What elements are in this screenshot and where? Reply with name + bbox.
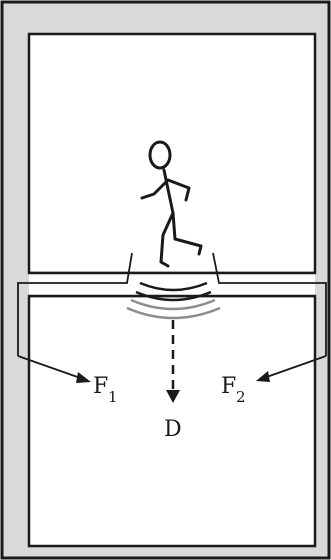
direct-path-arrow-head [166,390,180,403]
arrow-f2-head [256,371,270,382]
flanking-path-right [212,252,327,356]
floor-slab [29,273,315,296]
arrow-f1 [17,355,87,381]
label-f2: F [221,374,236,399]
flanking-path-left [17,252,133,356]
walking-person-icon [140,140,203,268]
label-f1-subscript: 1 [108,388,118,406]
label-f1: F [93,374,108,399]
label-f2-subscript: 2 [236,388,246,406]
impact-wave-3 [130,298,216,311]
upper-room [27,32,317,275]
impact-wave-2 [135,290,212,302]
impact-wave-4 [126,306,221,320]
label-d: D [164,417,182,442]
arrow-f1-head [76,372,91,383]
arrow-f2 [260,355,327,380]
impact-wave-1 [139,281,208,292]
